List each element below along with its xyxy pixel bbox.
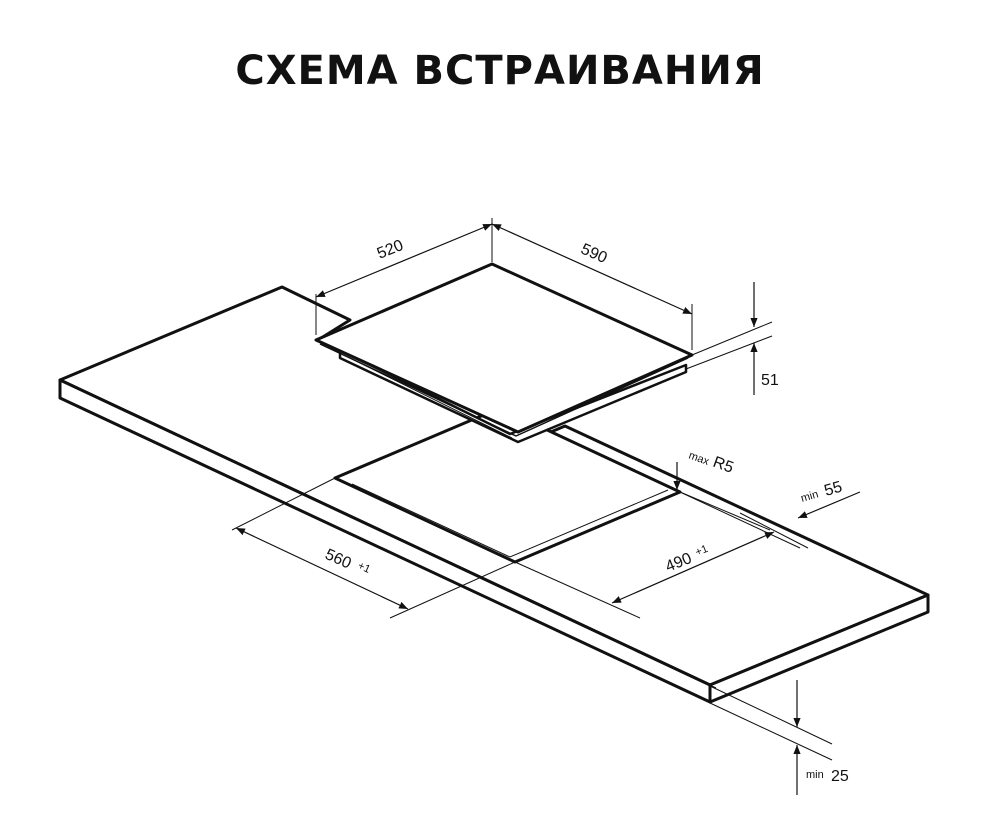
dim-cutout-depth-tolerance: +1 (694, 543, 710, 559)
dim-cutout-depth (514, 491, 801, 619)
dim-edge-distance-label: 55 (822, 479, 844, 500)
dim-hob-depth-label: 520 (375, 237, 406, 263)
dim-cutout-width-label: 560 (322, 546, 353, 572)
countertop-side-face (708, 593, 930, 704)
dim-countertop-thickness (709, 680, 833, 795)
dim-edge-distance-prefix: min (800, 488, 820, 504)
dim-edge-distance (739, 491, 861, 549)
dim-hob-width (491, 223, 693, 350)
dim-cutout-width (231, 477, 516, 619)
dim-countertop-thickness-prefix: min (806, 769, 824, 781)
dim-hob-width-label: 590 (578, 241, 609, 267)
dim-cutout-width-tolerance: +1 (356, 560, 372, 576)
dim-corner-radius-prefix: max (687, 450, 711, 469)
dim-corner-radius (673, 462, 771, 531)
dim-corner-radius-label: R5 (711, 454, 736, 477)
page-title: СХЕМА ВСТРАИВАНИЯ (235, 48, 765, 94)
dim-hob-height (685, 282, 773, 395)
dim-countertop-thickness-label: 25 (831, 768, 849, 785)
dim-hob-height-label: 51 (761, 372, 779, 389)
